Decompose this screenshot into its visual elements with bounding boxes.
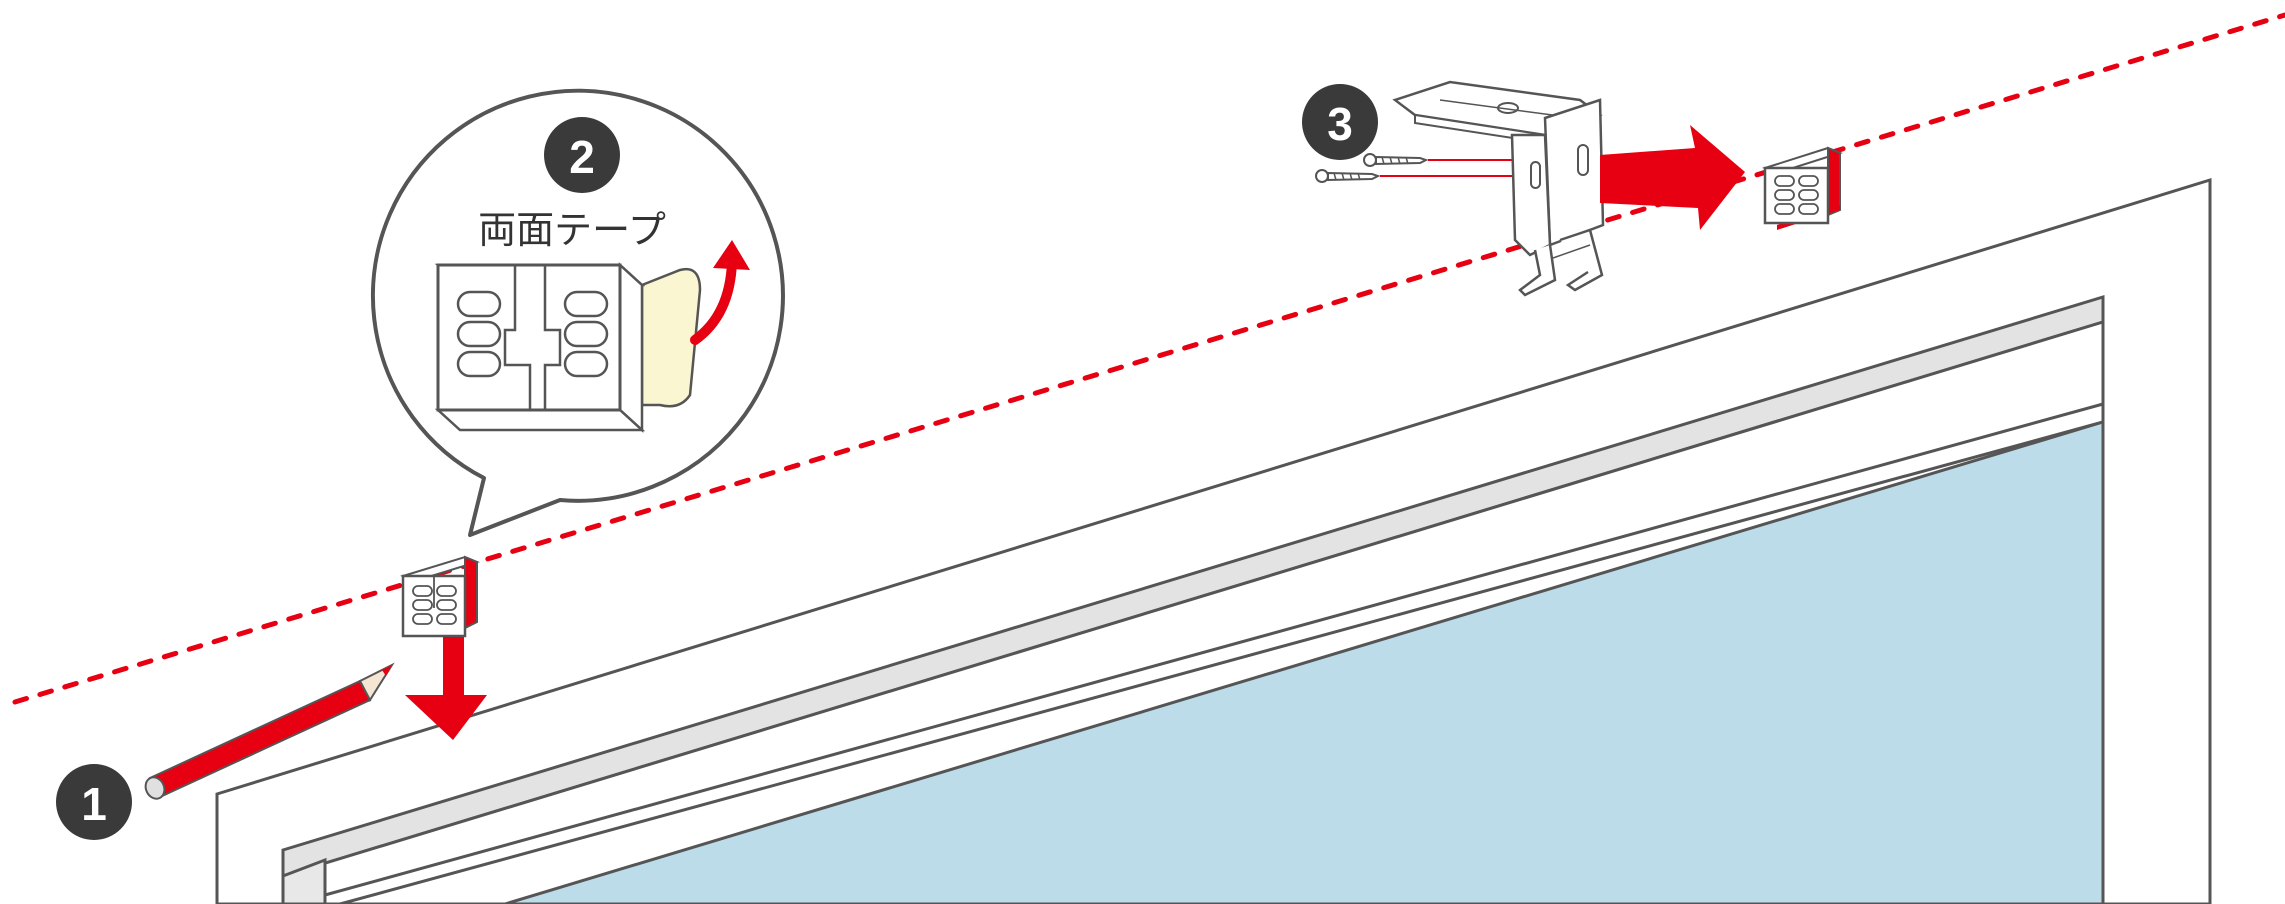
glass-pane [504,419,2105,904]
step-1-number: 1 [81,778,107,830]
step-3-badge [1302,84,1378,160]
pencil-icon [144,662,395,800]
tape-sheet [640,267,702,408]
right-arrow-icon [1600,125,1745,230]
step-2-badge [544,117,620,193]
mounting-bracket-icon [1392,80,1605,297]
step-2-number: 2 [569,131,595,183]
peel-arrow-head [713,240,750,270]
step-1-badge [56,764,132,840]
step-3-number: 3 [1327,98,1353,150]
guide-line [12,12,2285,705]
down-arrow-icon [405,637,487,740]
screw-icon [1315,169,1381,183]
spacer-block-left [400,555,487,740]
spacer-block-icon [400,555,480,638]
step-2-callout: 2 両面テープ [370,88,785,537]
spacer-block-icon [1762,146,1843,230]
window-frame [215,177,2212,904]
screw-icon [1363,153,1429,167]
tape-spacer-large [434,262,702,433]
left-jamb [281,857,327,904]
tape-label: 両面テープ [478,208,666,252]
peel-arrow-icon [690,257,737,345]
step-3: 3 [1302,80,1843,297]
step-1: 1 [56,662,395,840]
